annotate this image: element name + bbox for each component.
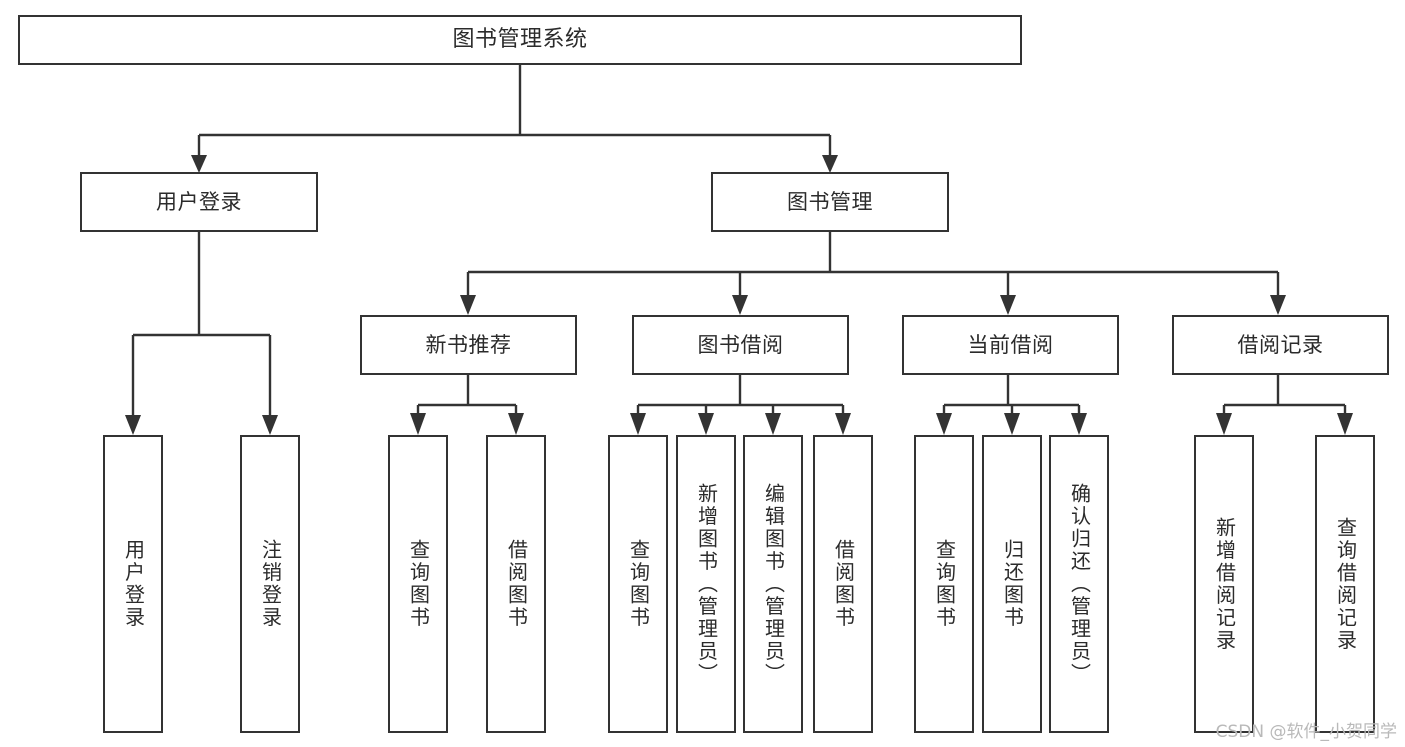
node-leaf-add-record[interactable]: 新增借阅记录 bbox=[1194, 435, 1254, 733]
node-leaf-query-record[interactable]: 查询借阅记录 bbox=[1315, 435, 1375, 733]
node-leaf-borrow-book-2[interactable]: 借阅图书 bbox=[813, 435, 873, 733]
arrow-cb-leaf3 bbox=[1071, 413, 1087, 435]
node-leaf-add-book[interactable]: 新增图书（管理员） bbox=[676, 435, 736, 733]
arrow-nbr-leaf1 bbox=[410, 413, 426, 435]
node-user-login-label: 用户登录 bbox=[156, 189, 242, 214]
node-leaf-query-book-3[interactable]: 查询图书 bbox=[914, 435, 974, 733]
node-leaf-return-book-label: 归还图书 bbox=[1000, 539, 1025, 629]
arrow-borrow-record bbox=[1270, 295, 1286, 315]
node-leaf-borrow-book-2-label: 借阅图书 bbox=[831, 539, 856, 629]
arrow-user-login bbox=[191, 155, 207, 173]
node-book-manage-label: 图书管理 bbox=[787, 189, 873, 214]
node-leaf-query-record-label: 查询借阅记录 bbox=[1333, 516, 1358, 652]
arrow-cb-leaf2 bbox=[1004, 413, 1020, 435]
node-current-borrow[interactable]: 当前借阅 bbox=[902, 315, 1119, 375]
node-book-borrow-label: 图书借阅 bbox=[697, 332, 784, 357]
node-leaf-query-book-1-label: 查询图书 bbox=[406, 539, 431, 629]
node-leaf-query-book-1[interactable]: 查询图书 bbox=[388, 435, 448, 733]
arrow-bb-leaf2 bbox=[698, 413, 714, 435]
arrow-cb-leaf1 bbox=[936, 413, 952, 435]
node-leaf-query-book-2[interactable]: 查询图书 bbox=[608, 435, 668, 733]
node-leaf-user-login-label: 用户登录 bbox=[121, 539, 146, 629]
node-new-book-rec-label: 新书推荐 bbox=[425, 332, 512, 357]
node-leaf-logout[interactable]: 注销登录 bbox=[240, 435, 300, 733]
node-leaf-logout-label: 注销登录 bbox=[258, 539, 283, 629]
node-book-borrow[interactable]: 图书借阅 bbox=[632, 315, 849, 375]
arrow-bb-leaf1 bbox=[630, 413, 646, 435]
arrow-leaf-logout bbox=[262, 415, 278, 435]
node-borrow-record[interactable]: 借阅记录 bbox=[1172, 315, 1389, 375]
node-leaf-add-record-label: 新增借阅记录 bbox=[1212, 516, 1237, 652]
node-leaf-edit-book[interactable]: 编辑图书（管理员） bbox=[743, 435, 803, 733]
node-leaf-confirm-return-label: 确认归还（管理员） bbox=[1067, 482, 1092, 686]
node-leaf-query-book-2-label: 查询图书 bbox=[626, 539, 651, 629]
node-leaf-query-book-3-label: 查询图书 bbox=[932, 539, 957, 629]
node-leaf-return-book[interactable]: 归还图书 bbox=[982, 435, 1042, 733]
arrow-book-borrow bbox=[732, 295, 748, 315]
node-book-manage[interactable]: 图书管理 bbox=[711, 172, 949, 232]
node-borrow-record-label: 借阅记录 bbox=[1237, 332, 1324, 357]
node-new-book-rec[interactable]: 新书推荐 bbox=[360, 315, 577, 375]
node-root[interactable]: 图书管理系统 bbox=[18, 15, 1022, 65]
arrow-bb-leaf4 bbox=[835, 413, 851, 435]
arrow-br-leaf2 bbox=[1337, 413, 1353, 435]
node-leaf-borrow-book-1[interactable]: 借阅图书 bbox=[486, 435, 546, 733]
arrow-book-manage bbox=[822, 155, 838, 173]
arrow-leaf-user-login bbox=[125, 415, 141, 435]
node-user-login[interactable]: 用户登录 bbox=[80, 172, 318, 232]
node-leaf-edit-book-label: 编辑图书（管理员） bbox=[761, 482, 786, 686]
arrow-br-leaf1 bbox=[1216, 413, 1232, 435]
arrow-current-borrow bbox=[1000, 295, 1016, 315]
arrow-bb-leaf3 bbox=[765, 413, 781, 435]
arrow-new-book-rec bbox=[460, 295, 476, 315]
node-leaf-borrow-book-1-label: 借阅图书 bbox=[504, 539, 529, 629]
node-leaf-add-book-label: 新增图书（管理员） bbox=[694, 482, 719, 686]
node-leaf-confirm-return[interactable]: 确认归还（管理员） bbox=[1049, 435, 1109, 733]
arrow-nbr-leaf2 bbox=[508, 413, 524, 435]
node-leaf-user-login[interactable]: 用户登录 bbox=[103, 435, 163, 733]
node-current-borrow-label: 当前借阅 bbox=[967, 332, 1054, 357]
node-root-label: 图书管理系统 bbox=[452, 27, 588, 53]
